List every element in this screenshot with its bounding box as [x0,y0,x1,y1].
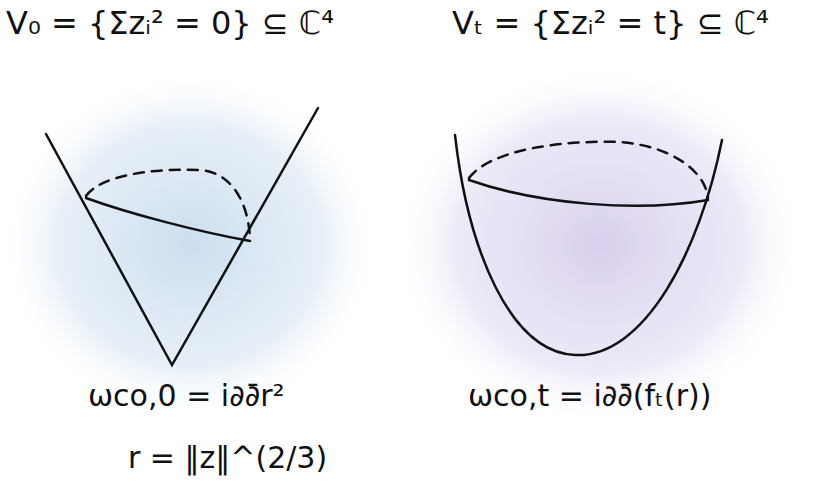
background-glow [0,70,380,420]
kahler-form: ωco,0 = i∂∂̄r² [88,378,285,414]
paraboloid [455,135,722,355]
cone [46,108,318,365]
background-glow [395,65,805,425]
radius-definition: r = ‖z‖^(2/3) [128,440,327,476]
kahler-form: ωco,t = i∂∂̄(fₜ(r)) [468,378,711,414]
set-definition: V₀ = {Σzᵢ² = 0} ⊆ ℂ⁴ [6,4,334,42]
set-definition: Vₜ = {Σzᵢ² = t} ⊆ ℂ⁴ [452,4,769,42]
